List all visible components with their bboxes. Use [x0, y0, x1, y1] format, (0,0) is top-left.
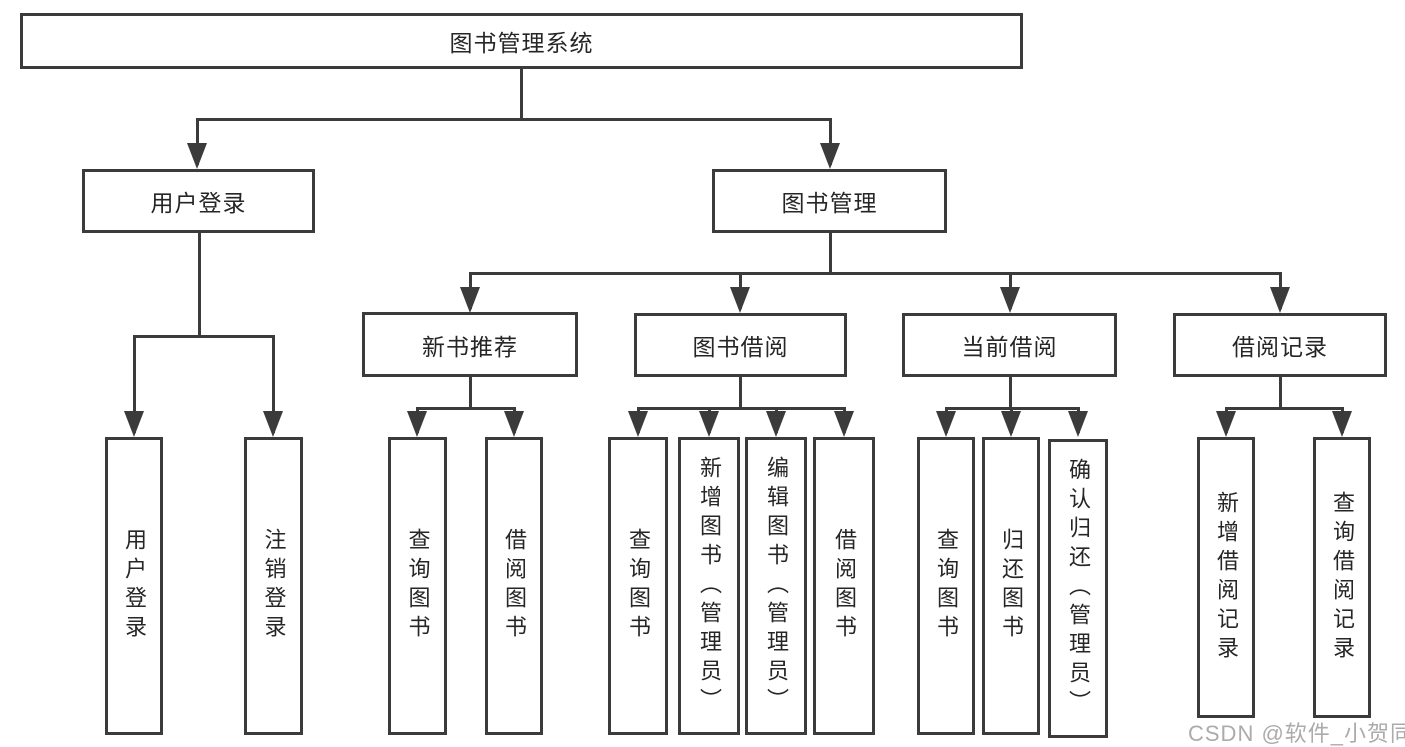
arrow-down-icon — [460, 287, 480, 313]
connector-stub-book-mgmt — [828, 233, 832, 273]
diagram-node-leaf-return-book: 归还图书 — [982, 437, 1040, 735]
diagram-node-current-borrow: 当前借阅 — [902, 313, 1117, 377]
diagram-node-new-book-rec: 新书推荐 — [362, 312, 578, 377]
arrow-down-icon — [263, 411, 283, 437]
diagram-node-borrow-records: 借阅记录 — [1173, 313, 1387, 377]
arrow-down-icon — [628, 411, 648, 437]
connector-drop-user-login — [132, 336, 136, 433]
connector-drop-user-login — [271, 336, 275, 433]
diagram-node-leaf-query-book-1: 查询图书 — [388, 437, 447, 735]
arrow-down-icon — [187, 143, 207, 169]
arrow-down-icon — [699, 411, 719, 437]
diagram-node-leaf-user-login: 用户登录 — [105, 437, 163, 735]
arrow-down-icon — [124, 411, 144, 437]
diagram-node-leaf-query-record: 查询借阅记录 — [1313, 437, 1371, 718]
diagram-node-user-login: 用户登录 — [82, 169, 315, 233]
connector-stub-book-borrow — [738, 377, 742, 408]
watermark: CSDN @软件_小贺同学 — [1188, 721, 1405, 746]
arrow-down-icon — [1332, 411, 1352, 437]
connector-rail-book-mgmt — [468, 271, 1282, 275]
connector-rail-book-borrow — [636, 406, 846, 410]
arrow-down-icon — [936, 411, 956, 437]
connector-drop-root — [195, 119, 199, 165]
diagram-node-leaf-query-book-3: 查询图书 — [917, 437, 975, 735]
connector-rail-user-login — [132, 334, 275, 338]
diagram-node-leaf-edit-book: 编辑图书（管理员） — [745, 437, 807, 735]
connector-rail-root — [195, 117, 832, 121]
diagram-node-book-borrow: 图书借阅 — [634, 313, 847, 377]
connector-stub-current-borrow — [1008, 377, 1012, 408]
diagram-node-leaf-logout: 注销登录 — [244, 437, 303, 735]
connector-stub-user-login — [197, 233, 201, 336]
arrow-down-icon — [504, 411, 524, 437]
diagram-node-leaf-add-book: 新增图书（管理员） — [678, 437, 740, 735]
connector-drop-root — [828, 119, 832, 165]
diagram-node-leaf-query-book-2: 查询图书 — [608, 437, 668, 735]
diagram-node-leaf-add-record: 新增借阅记录 — [1197, 437, 1255, 718]
arrow-down-icon — [1068, 411, 1088, 437]
arrow-down-icon — [1001, 411, 1021, 437]
connector-rail-borrow-records — [1224, 406, 1344, 410]
arrow-down-icon — [820, 143, 840, 169]
connector-rail-new-book-rec — [415, 406, 516, 410]
arrow-down-icon — [730, 287, 750, 313]
arrow-down-icon — [766, 411, 786, 437]
diagram-node-leaf-confirm-return: 确认归还（管理员） — [1048, 439, 1108, 738]
arrow-down-icon — [407, 411, 427, 437]
arrow-down-icon — [1000, 287, 1020, 313]
diagram-node-root: 图书管理系统 — [20, 13, 1023, 69]
arrow-down-icon — [1270, 287, 1290, 313]
diagram-node-leaf-borrow-book-2: 借阅图书 — [813, 437, 875, 735]
connector-stub-root — [519, 69, 523, 119]
arrow-down-icon — [1216, 411, 1236, 437]
connector-stub-borrow-records — [1278, 377, 1282, 408]
connector-stub-new-book-rec — [468, 377, 472, 408]
arrow-down-icon — [834, 411, 854, 437]
diagram-node-book-mgmt: 图书管理 — [712, 169, 947, 233]
diagram-node-leaf-borrow-book-1: 借阅图书 — [485, 437, 543, 735]
